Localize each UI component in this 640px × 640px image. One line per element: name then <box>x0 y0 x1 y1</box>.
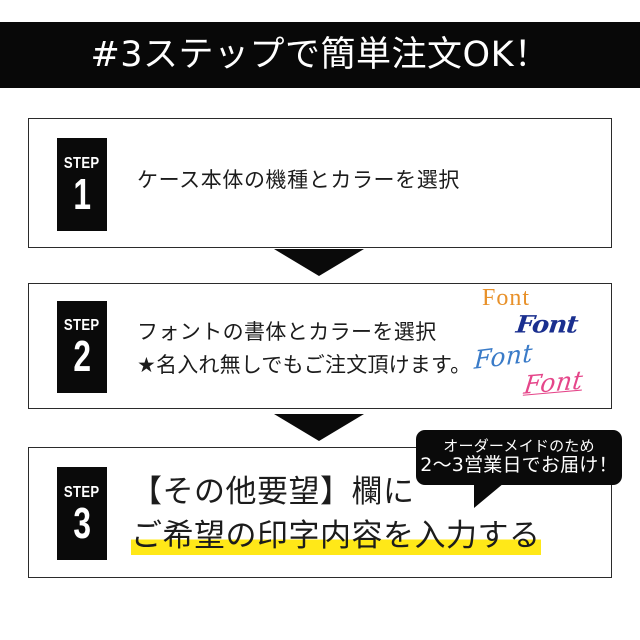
step-badge-number: 2 <box>73 332 91 382</box>
step-card-1: STEP 1 ケース本体の機種とカラーを選択 <box>28 118 612 248</box>
callout-tail-icon <box>474 483 504 508</box>
step-description-2: フォントの書体とカラーを選択 ★名入れ無しでもご注文頂けます。 <box>137 316 471 381</box>
font-sample-script-pink: Font <box>522 365 585 400</box>
font-sample-serif-orange: Font <box>482 285 531 311</box>
step-badge-word: STEP <box>64 154 100 172</box>
font-sample-slab-navy: Font <box>514 311 579 339</box>
arrow-down-icon <box>274 249 364 276</box>
delivery-callout: オーダーメイドのため 2〜3営業日でお届け！ <box>416 430 622 508</box>
step-line: 【その他要望】欄に <box>131 474 415 510</box>
arrow-down-icon <box>274 414 364 441</box>
callout-line-1: オーダーメイドのため <box>443 437 595 456</box>
step-badge-number: 1 <box>73 169 91 219</box>
step-badge-word: STEP <box>64 483 100 501</box>
font-sample-group: Font Font Font Font <box>468 285 612 400</box>
step-card-2: STEP 2 フォントの書体とカラーを選択 ★名入れ無しでもご注文頂けます。 <box>28 283 612 409</box>
step-line: ケース本体の機種とカラーを選択 <box>137 168 460 192</box>
step-badge-1: STEP 1 <box>57 138 107 231</box>
step-line-highlighted: ご希望の印字内容を入力する <box>131 514 541 558</box>
header-banner: #3ステップで簡単注文OK！ <box>0 22 640 88</box>
highlighted-text: ご希望の印字内容を入力する <box>131 518 541 556</box>
step-badge-word: STEP <box>64 317 100 335</box>
callout-line-2: 2〜3営業日でお届け！ <box>420 454 618 477</box>
step-description-3: 【その他要望】欄に ご希望の印字内容を入力する <box>131 470 541 558</box>
step-badge-2: STEP 2 <box>57 301 107 393</box>
font-sample-script-blue: Font <box>473 338 534 375</box>
page-title: #3ステップで簡単注文OK！ <box>90 34 550 75</box>
step-badge-number: 3 <box>73 498 91 548</box>
step-note: ★名入れ無しでもご注文頂けます。 <box>137 352 472 377</box>
step-badge-3: STEP 3 <box>57 467 107 560</box>
step-line: フォントの書体とカラーを選択 <box>137 320 437 344</box>
step-description-1: ケース本体の機種とカラーを選択 <box>137 167 460 193</box>
